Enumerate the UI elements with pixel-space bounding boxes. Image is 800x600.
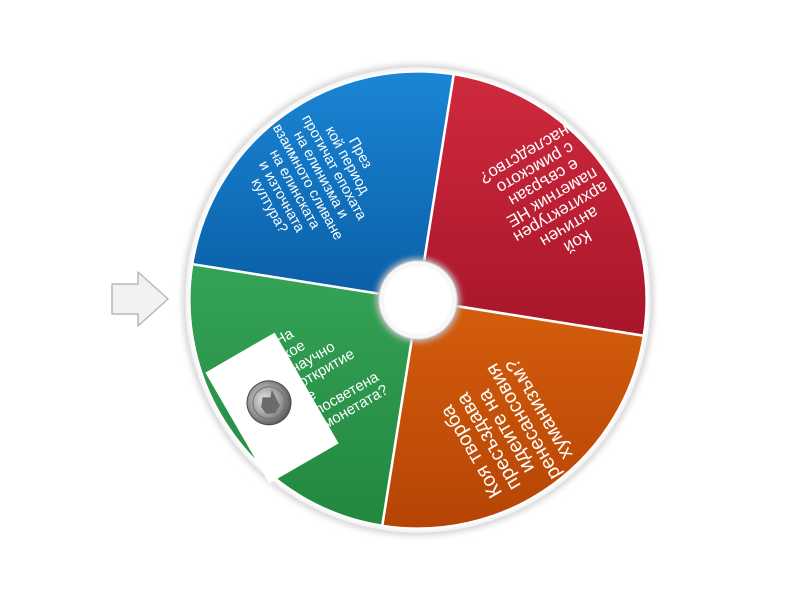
- segment-blue[interactable]: [190, 70, 456, 302]
- segment-orange[interactable]: [380, 298, 646, 530]
- wheel-hub-inner: [384, 266, 452, 334]
- arrow-right-icon: [111, 271, 169, 327]
- coin-image: [205, 332, 339, 484]
- segment-red[interactable]: [416, 72, 648, 338]
- segment-blue-text: През кой период протичат епохата на елин…: [230, 92, 401, 268]
